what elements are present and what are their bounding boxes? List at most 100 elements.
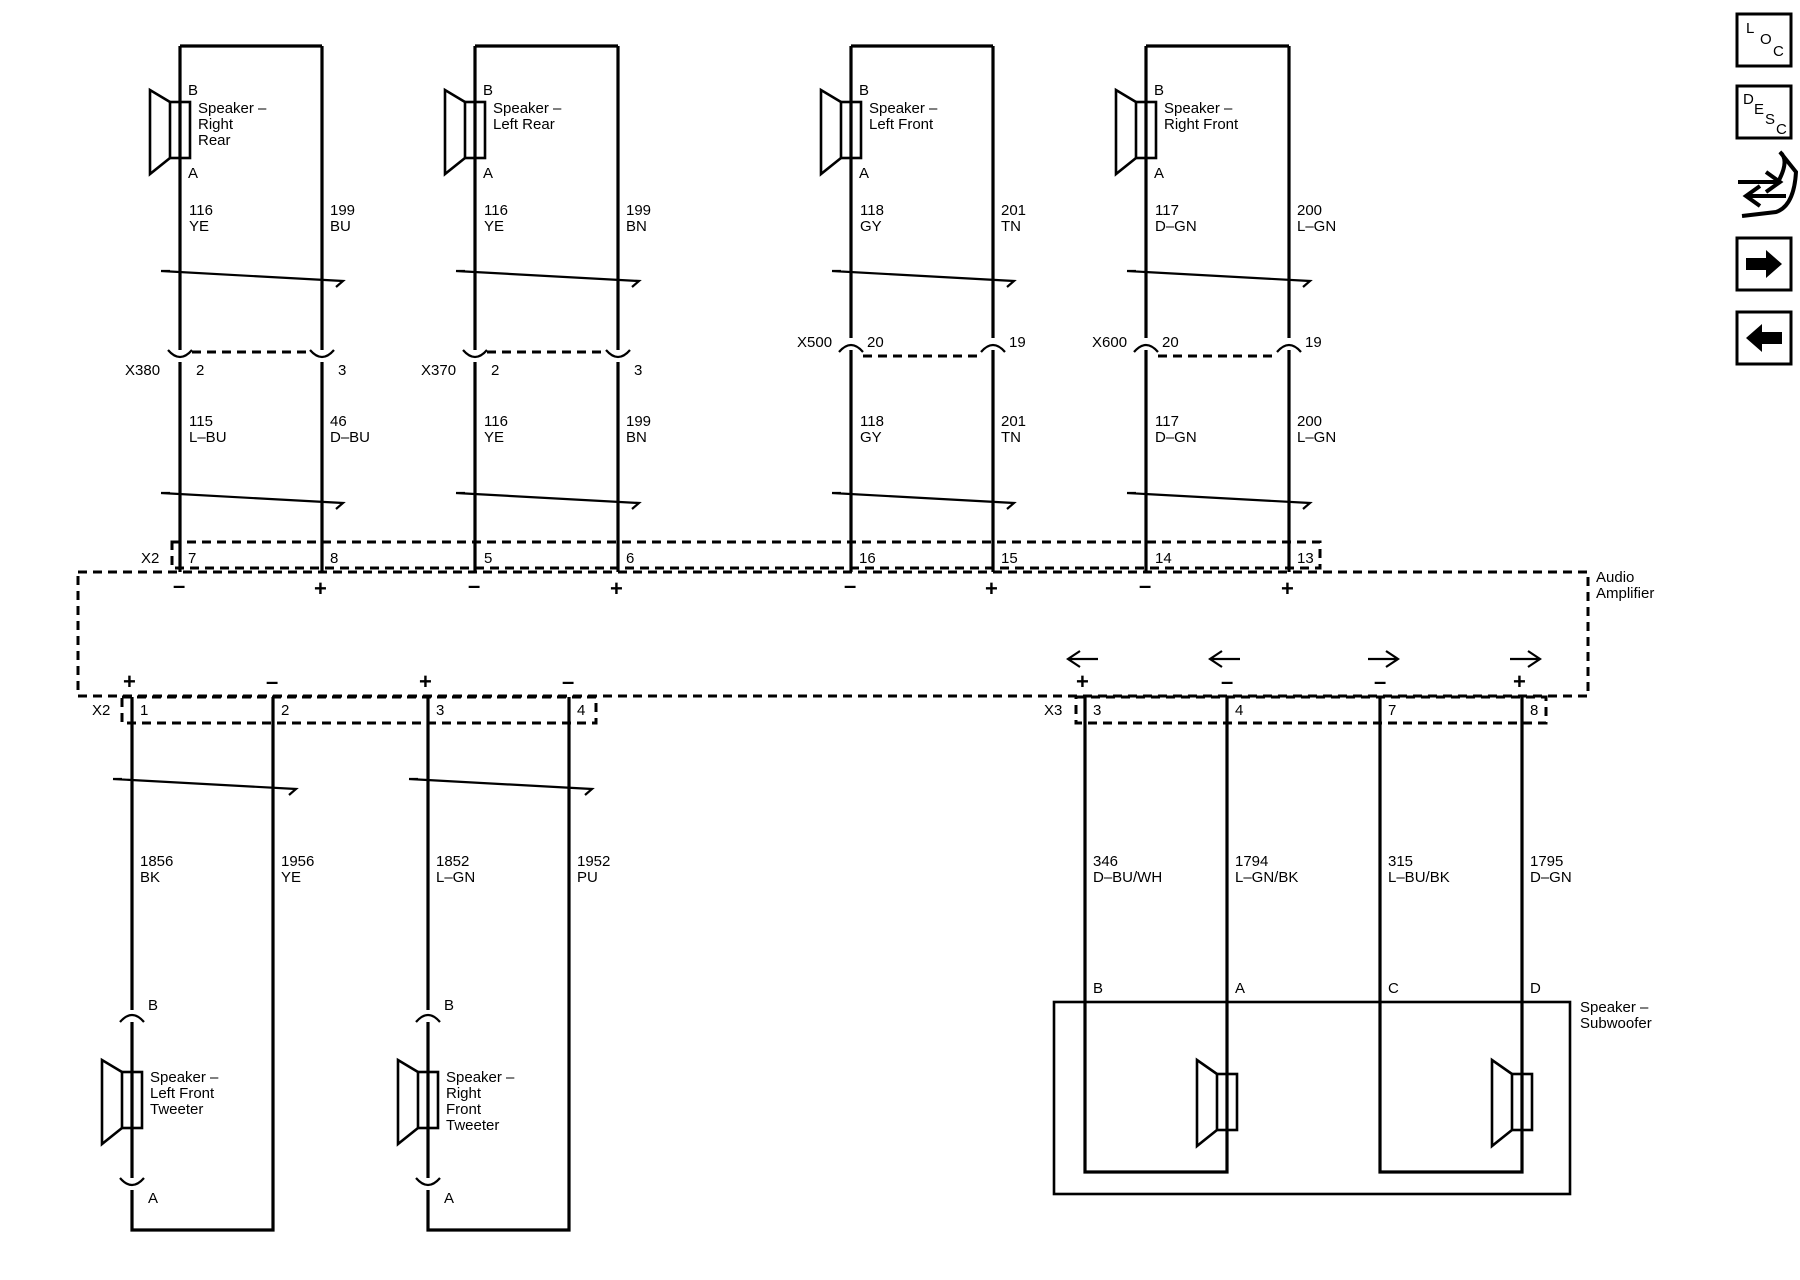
- wire-circuit: 199: [626, 413, 651, 430]
- inline-connector-pin: 20: [1162, 334, 1179, 351]
- wire-color: D–GN: [1155, 218, 1197, 235]
- twisted-pair-mark: [455, 491, 642, 510]
- speaker-label-line1: Speaker –: [1164, 100, 1233, 117]
- subwoofer-pin: B: [1093, 980, 1103, 997]
- wire-color: GY: [860, 218, 882, 235]
- connector-terminal: [167, 349, 335, 359]
- desc-letter: S: [1765, 111, 1775, 128]
- previous-button[interactable]: [1735, 310, 1793, 366]
- tweeter-label-line2: Left Front: [150, 1085, 215, 1102]
- wire-circuit: 1956: [281, 853, 314, 870]
- speaker-label-line1: Speaker –: [493, 100, 562, 117]
- amp-pin: 3: [1093, 702, 1101, 719]
- amp-pin-polarity: +: [123, 669, 136, 694]
- wire-circuit: 115: [189, 413, 213, 430]
- subwoofer-group: Speaker – Subwoofer + – – + 3 4 7 8 346 …: [1052, 650, 1652, 1196]
- component-swap-button[interactable]: [1738, 150, 1799, 218]
- wire-color: YE: [484, 218, 504, 235]
- speaker-pin-bottom: A: [1154, 165, 1164, 182]
- speaker-icon: [1195, 1057, 1239, 1149]
- speaker-icon: [1114, 87, 1158, 177]
- wire-color: L–BU: [189, 429, 227, 446]
- subwoofer-label-line1: Speaker –: [1580, 999, 1649, 1016]
- wire-color: TN: [1001, 218, 1021, 235]
- subwoofer-pin: A: [1235, 980, 1245, 997]
- group-left-front-tweeter: + – 1 2 1856 BK 1956 YE B A Speaker – Le…: [100, 669, 314, 1232]
- loc-letter: O: [1760, 31, 1772, 48]
- amp-pin-polarity: +: [419, 669, 432, 694]
- speaker-label-line2: Right: [198, 116, 234, 133]
- amp-pin: 7: [1388, 702, 1396, 719]
- arrow-left-icon: [1746, 324, 1782, 352]
- arrow-right-icon: [1746, 250, 1782, 278]
- speaker-icon: [1490, 1057, 1534, 1149]
- group-right-rear: B A Speaker – Right Rear 116 YE 199 BU X…: [125, 44, 370, 601]
- speaker-label-line2: Left Front: [869, 116, 934, 133]
- arrow-right-icon: [1510, 650, 1542, 668]
- tweeter-label-line1: Speaker –: [446, 1069, 515, 1086]
- wire-color: L–GN: [1297, 218, 1336, 235]
- tweeter-label-line1: Speaker –: [150, 1069, 219, 1086]
- inline-connector-pin: 19: [1305, 334, 1322, 351]
- twisted-pair-mark: [1126, 491, 1313, 510]
- next-button[interactable]: [1735, 236, 1793, 292]
- twisted-pair-mark: [112, 777, 299, 796]
- inline-connector-pin: 3: [634, 362, 642, 379]
- tweeter-label-line3: Front: [446, 1101, 482, 1118]
- speaker-icon: [100, 1057, 144, 1147]
- twisted-pair-mark: [160, 491, 346, 510]
- wire-color: GY: [860, 429, 882, 446]
- wire-circuit: 200: [1297, 413, 1322, 430]
- inline-connector-name: X370: [421, 362, 456, 379]
- wire-color: D–GN: [1155, 429, 1197, 446]
- amp-pin: 5: [484, 550, 492, 567]
- subwoofer-wires: [1083, 697, 1524, 1174]
- wire-color: L–BU/BK: [1388, 869, 1450, 886]
- wire-color: D–BU: [330, 429, 370, 446]
- amp-pin: 6: [626, 550, 634, 567]
- amp-connector-x3-name: X3: [1044, 702, 1062, 719]
- tweeter-pin-bottom: A: [148, 1190, 158, 1207]
- wire-color: BU: [330, 218, 351, 235]
- amp-pin: 4: [1235, 702, 1243, 719]
- wire-circuit: 117: [1155, 202, 1179, 219]
- arrow-right-icon: [1368, 650, 1400, 668]
- amp-pin-polarity: –: [562, 669, 574, 694]
- navigation-buttons: L O C D E S C: [1735, 12, 1799, 366]
- arrow-left-icon: [1208, 650, 1240, 668]
- wire-circuit: 201: [1001, 202, 1026, 219]
- loc-button[interactable]: L O C: [1735, 12, 1793, 68]
- wire-circuit: 116: [484, 202, 508, 219]
- amp-pin-polarity: –: [266, 669, 278, 694]
- wire-circuit: 199: [626, 202, 651, 219]
- tweeter-pin-top: B: [148, 997, 158, 1014]
- wire-circuit: 1795: [1530, 853, 1563, 870]
- wire-circuit: 118: [860, 202, 884, 219]
- wire-circuit: 118: [860, 413, 884, 430]
- twisted-pair-mark: [408, 777, 595, 796]
- wire-circuit: 116: [484, 413, 508, 430]
- desc-button[interactable]: D E S C: [1735, 84, 1793, 140]
- amp-pin-polarity: –: [1221, 669, 1233, 694]
- twisted-pair-mark: [455, 269, 642, 288]
- arrow-left-icon: [1066, 650, 1098, 668]
- wire-circuit: 46: [330, 413, 347, 430]
- connector-terminal: [1133, 343, 1302, 353]
- inline-connector-name: X500: [797, 334, 832, 351]
- desc-letter: E: [1754, 101, 1764, 118]
- amp-connector-x2-bottom-name: X2: [92, 702, 110, 719]
- connector-terminal: [462, 349, 631, 359]
- subwoofer-label-line2: Subwoofer: [1580, 1015, 1652, 1032]
- loc-letter: C: [1773, 43, 1784, 60]
- amp-pin-polarity: –: [1139, 573, 1151, 598]
- desc-letter: D: [1743, 91, 1754, 108]
- amp-pin: 15: [1001, 550, 1018, 567]
- wire-color: BN: [626, 218, 647, 235]
- amp-pin: 4: [577, 702, 585, 719]
- speaker-pin-top: B: [859, 82, 869, 99]
- speaker-icon: [148, 87, 192, 177]
- speaker-pin-bottom: A: [859, 165, 869, 182]
- wire-circuit: 117: [1155, 413, 1179, 430]
- desc-letter: C: [1776, 121, 1787, 138]
- wire-circuit: 199: [330, 202, 355, 219]
